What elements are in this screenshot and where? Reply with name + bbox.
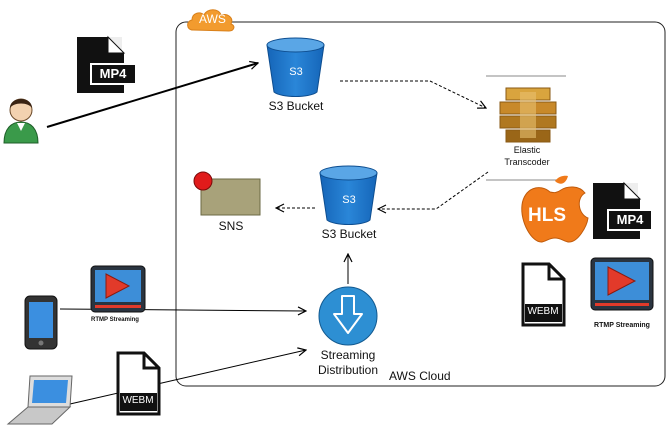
upload-arrow [46, 63, 258, 128]
webm-file-icon-bottom [116, 351, 161, 416]
sns-icon [193, 171, 261, 216]
aws-cloud-badge-label: AWS [199, 12, 226, 26]
transcoder-to-s3-arrow [378, 171, 489, 209]
s3-to-transcoder-arrow [340, 80, 486, 108]
webm-bottom-text: WEBM [122, 395, 154, 406]
aws-cloud-badge-icon [187, 9, 235, 32]
rtmp-streaming-icon-left [90, 265, 146, 313]
s3-bucket-mid-icon [319, 165, 378, 225]
s3-bucket-top-label: S3 Bucket [268, 99, 324, 113]
s3-bucket-top-icon [266, 37, 325, 97]
rtmp-left-text: RTMP Streaming [91, 317, 139, 323]
hls-text: HLS [528, 205, 566, 226]
aws-cloud-label: AWS Cloud [389, 369, 451, 383]
user-icon [3, 98, 39, 144]
mp4-file-icon-right [593, 181, 653, 239]
transcoder-label-line1: Elastic [513, 145, 541, 155]
webm-file-icon-right [521, 262, 566, 327]
laptop-icon [6, 375, 73, 425]
smartphone-icon [24, 295, 58, 350]
streaming-label-line2: Distribution [317, 363, 379, 377]
s3-bucket-top-icon-text: S3 [289, 66, 303, 78]
s3-bucket-mid-label: S3 Bucket [321, 227, 377, 241]
transcoder-label-line2: Transcoder [504, 157, 550, 167]
laptop-to-streaming-arrow [69, 350, 306, 405]
rtmp-streaming-icon-right [590, 257, 654, 311]
hls-apple-icon [521, 175, 589, 243]
mp4-file-icon-left [77, 35, 137, 93]
streaming-distribution-icon [318, 286, 378, 346]
elastic-transcoder-icon [486, 75, 566, 181]
s3-bucket-mid-icon-text: S3 [342, 194, 356, 206]
mp4-left-text: MP4 [99, 66, 127, 81]
webm-right-text: WEBM [527, 306, 559, 317]
streaming-label-line1: Streaming [320, 348, 376, 362]
sns-label: SNS [218, 219, 244, 233]
mp4-right-text: MP4 [616, 212, 644, 227]
rtmp-right-text: RTMP Streaming [594, 322, 650, 329]
